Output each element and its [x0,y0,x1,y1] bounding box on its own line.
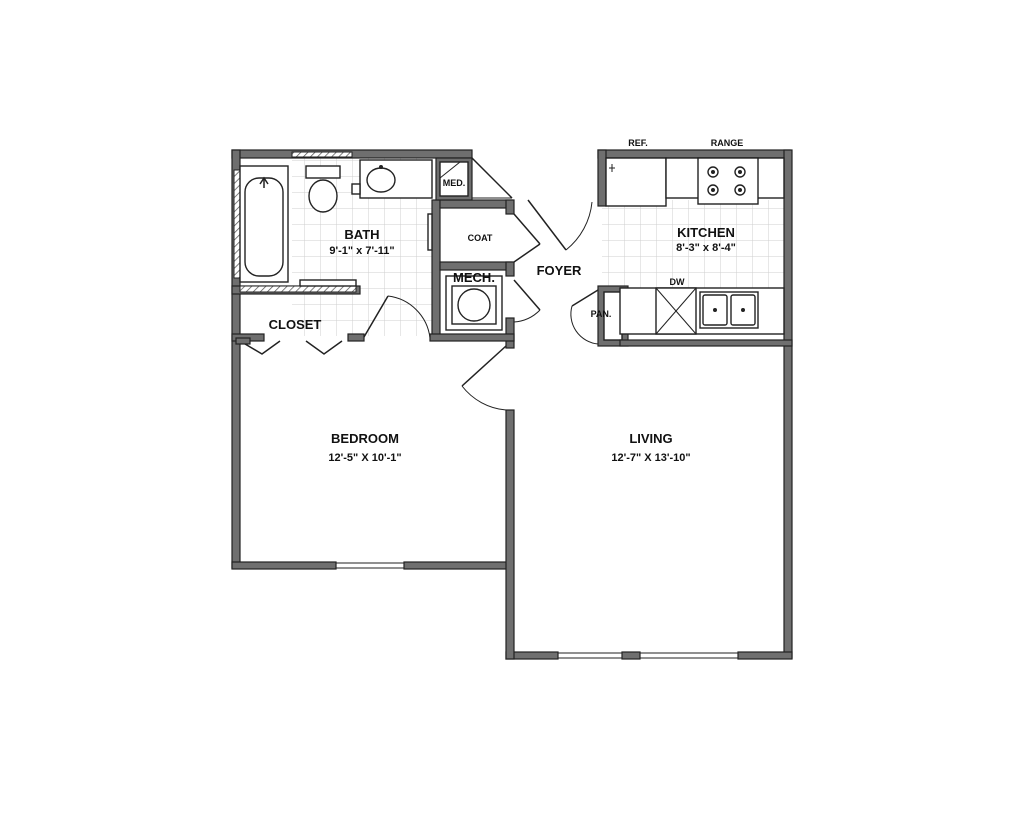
toilet [305,165,341,213]
dw-label: DW [670,277,685,287]
kitchen-label: KITCHEN [677,225,735,240]
pantry-label: PAN. [591,309,612,319]
bath-label: BATH [344,227,379,242]
dishwasher [655,287,697,335]
towel-bar [427,213,433,251]
sink [351,159,433,199]
coat-label: COAT [468,233,493,243]
living-dims: 12'-7" X 13'-10" [611,452,690,464]
closet-hatch [239,285,357,293]
closet-label: CLOSET [269,317,322,332]
tub-hatch [233,169,241,279]
bath-door [363,295,431,339]
entry-door [471,157,593,251]
ref-label: REF. [628,138,648,148]
bath-dims: 9'-1" x 7'-11" [329,245,394,257]
kitchen-dims: 8'-3" x 8'-4" [676,242,736,254]
mech-unit [445,275,503,331]
kitchen-sink [699,291,759,329]
range [697,157,759,205]
shower-bar [299,279,357,287]
pantry-door [570,289,599,345]
kitchen-tile-floor [602,200,784,290]
range-label: RANGE [711,138,744,148]
living-label: LIVING [629,431,672,446]
bedroom-door [461,345,507,411]
bathtub [239,165,289,283]
bedroom-dims: 12'-5" X 10'-1" [328,452,401,464]
foyer-label: FOYER [537,263,582,278]
refrigerator [605,157,667,207]
bath-top-hatch [291,151,353,158]
med-label: MED. [443,178,466,188]
closet-doors [235,337,343,355]
mech-door [513,279,541,323]
bedroom-label: BEDROOM [331,431,399,446]
mech-label: MECH. [453,270,495,285]
coat-door [513,213,541,263]
